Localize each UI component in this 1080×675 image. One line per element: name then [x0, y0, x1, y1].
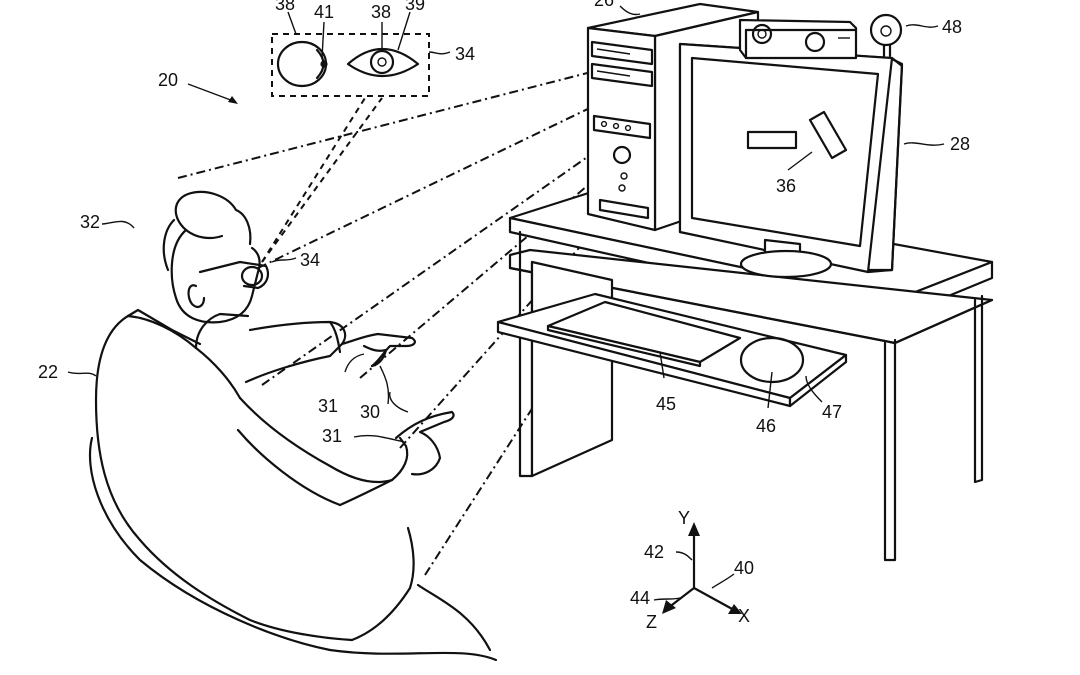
ref-mouse-pad-46: 46	[756, 416, 776, 436]
ref-hand-30: 30	[360, 402, 380, 422]
leader-lines	[67, 5, 945, 601]
ref-pupil-38b: 38	[371, 2, 391, 22]
display-items	[746, 110, 848, 171]
ref-webcam-48: 48	[942, 17, 962, 37]
depth-sensor	[738, 18, 858, 60]
display-monitor	[678, 42, 904, 279]
user-figure	[88, 190, 498, 662]
ref-display-items-36: 36	[776, 176, 796, 196]
axis-y-label: Y	[678, 508, 690, 528]
ref-computer-26: 26	[594, 0, 614, 10]
ref-pupil-38a: 38	[275, 0, 295, 14]
eye-inset	[271, 33, 430, 97]
ref-eye-34: 34	[300, 250, 320, 270]
ref-iris-39: 39	[405, 0, 425, 14]
axis-x-label: X	[738, 606, 750, 626]
ref-z-axis-44: 44	[630, 588, 650, 608]
ref-user-22: 22	[38, 362, 58, 382]
keyboard	[546, 300, 742, 368]
reference-numerals: 20 32 22 34 34 38 41 38 39 26 28 48 36 3…	[38, 0, 970, 632]
axis-z-label: Z	[646, 612, 657, 632]
coordinate-axes	[662, 522, 742, 614]
mouse-pad	[739, 336, 805, 384]
ref-head-32: 32	[80, 212, 100, 232]
ref-tray-47: 47	[822, 402, 842, 422]
webcam	[869, 13, 903, 58]
ref-y-axis-42: 42	[644, 542, 664, 562]
ref-finger-31-lower: 31	[322, 426, 342, 446]
ref-keyboard-45: 45	[656, 394, 676, 414]
ref-system-20: 20	[158, 70, 178, 90]
ref-coords-40: 40	[734, 558, 754, 578]
ref-glint-41: 41	[314, 2, 334, 22]
ref-finger-31-upper: 31	[318, 396, 338, 416]
ref-display-28: 28	[950, 134, 970, 154]
ref-eye-inset-34: 34	[455, 44, 475, 64]
